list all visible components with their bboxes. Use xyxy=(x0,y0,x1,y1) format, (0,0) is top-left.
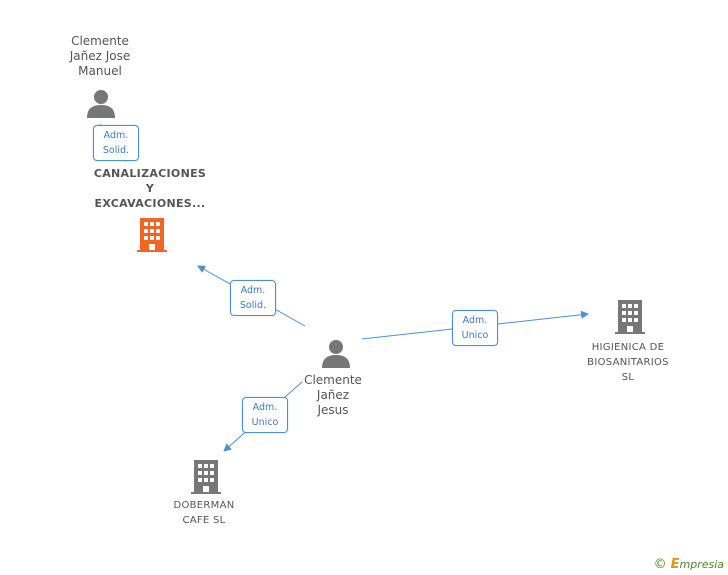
person-center-icon[interactable] xyxy=(321,338,351,368)
company-higienica-name[interactable]: HIGIENICA DE BIOSANITARIOS SL xyxy=(568,340,688,385)
edge-badge-line2: Unico xyxy=(251,417,279,428)
person-top-name-line2: Jañez Jose xyxy=(69,49,131,63)
edge-badge-line2: Solid. xyxy=(239,300,267,311)
building-highlight-icon[interactable] xyxy=(137,218,167,252)
person-center-name[interactable]: Clemente Jañez Jesus xyxy=(273,373,393,418)
company-canal-name-line1: CANALIZACIONES xyxy=(93,167,207,180)
company-doberman-name-line1: DOBERMAN xyxy=(173,500,235,511)
edge-badge-line2: Unico xyxy=(461,330,489,341)
person-top-icon[interactable] xyxy=(86,88,116,118)
person-center-name-line3: Jesus xyxy=(317,403,349,417)
person-top-name-line1: Clemente xyxy=(71,34,129,48)
edge-badge-line2: Solid. xyxy=(102,145,130,156)
company-doberman-name-line2: CAFE SL xyxy=(182,515,226,526)
edge-badge-line1: Adm. xyxy=(462,315,488,326)
brand-footer: © Empresia xyxy=(654,557,724,572)
edge-badge-center-to-doberman[interactable]: Adm. Unico xyxy=(242,397,288,433)
company-doberman-name[interactable]: DOBERMAN CAFE SL xyxy=(144,498,264,528)
brand-logo-initial: E xyxy=(670,557,680,572)
company-canal-name[interactable]: CANALIZACIONES Y EXCAVACIONES... xyxy=(80,166,220,211)
company-higienica-name-line2: BIOSANITARIOS xyxy=(587,357,669,368)
edge-badge-line1: Adm. xyxy=(252,402,278,413)
company-higienica-name-line1: HIGIENICA DE xyxy=(591,342,665,353)
company-canal-name-line3: EXCAVACIONES... xyxy=(94,197,206,210)
copyright-symbol: © xyxy=(653,557,667,572)
edge-badge-top-to-canal[interactable]: Adm. Solid. xyxy=(93,125,139,161)
edge-badge-line1: Adm. xyxy=(240,285,266,296)
brand-logo: Empresia xyxy=(671,557,724,572)
company-canal-name-line2: Y xyxy=(145,182,155,195)
person-center-name-line2: Jañez xyxy=(316,388,350,402)
building-icon[interactable] xyxy=(615,300,645,334)
building-icon[interactable] xyxy=(191,460,221,494)
company-higienica-name-line3: SL xyxy=(621,372,635,383)
edge-badge-line1: Adm. xyxy=(103,130,129,141)
edge-badge-center-to-canal[interactable]: Adm. Solid. xyxy=(230,280,276,316)
person-top-name-line3: Manuel xyxy=(78,64,122,78)
edge-badge-center-to-higienica[interactable]: Adm. Unico xyxy=(452,310,498,346)
person-top-name[interactable]: Clemente Jañez Jose Manuel xyxy=(40,34,160,79)
brand-logo-text: mpresia xyxy=(679,558,724,571)
person-center-name-line1: Clemente xyxy=(304,373,362,387)
